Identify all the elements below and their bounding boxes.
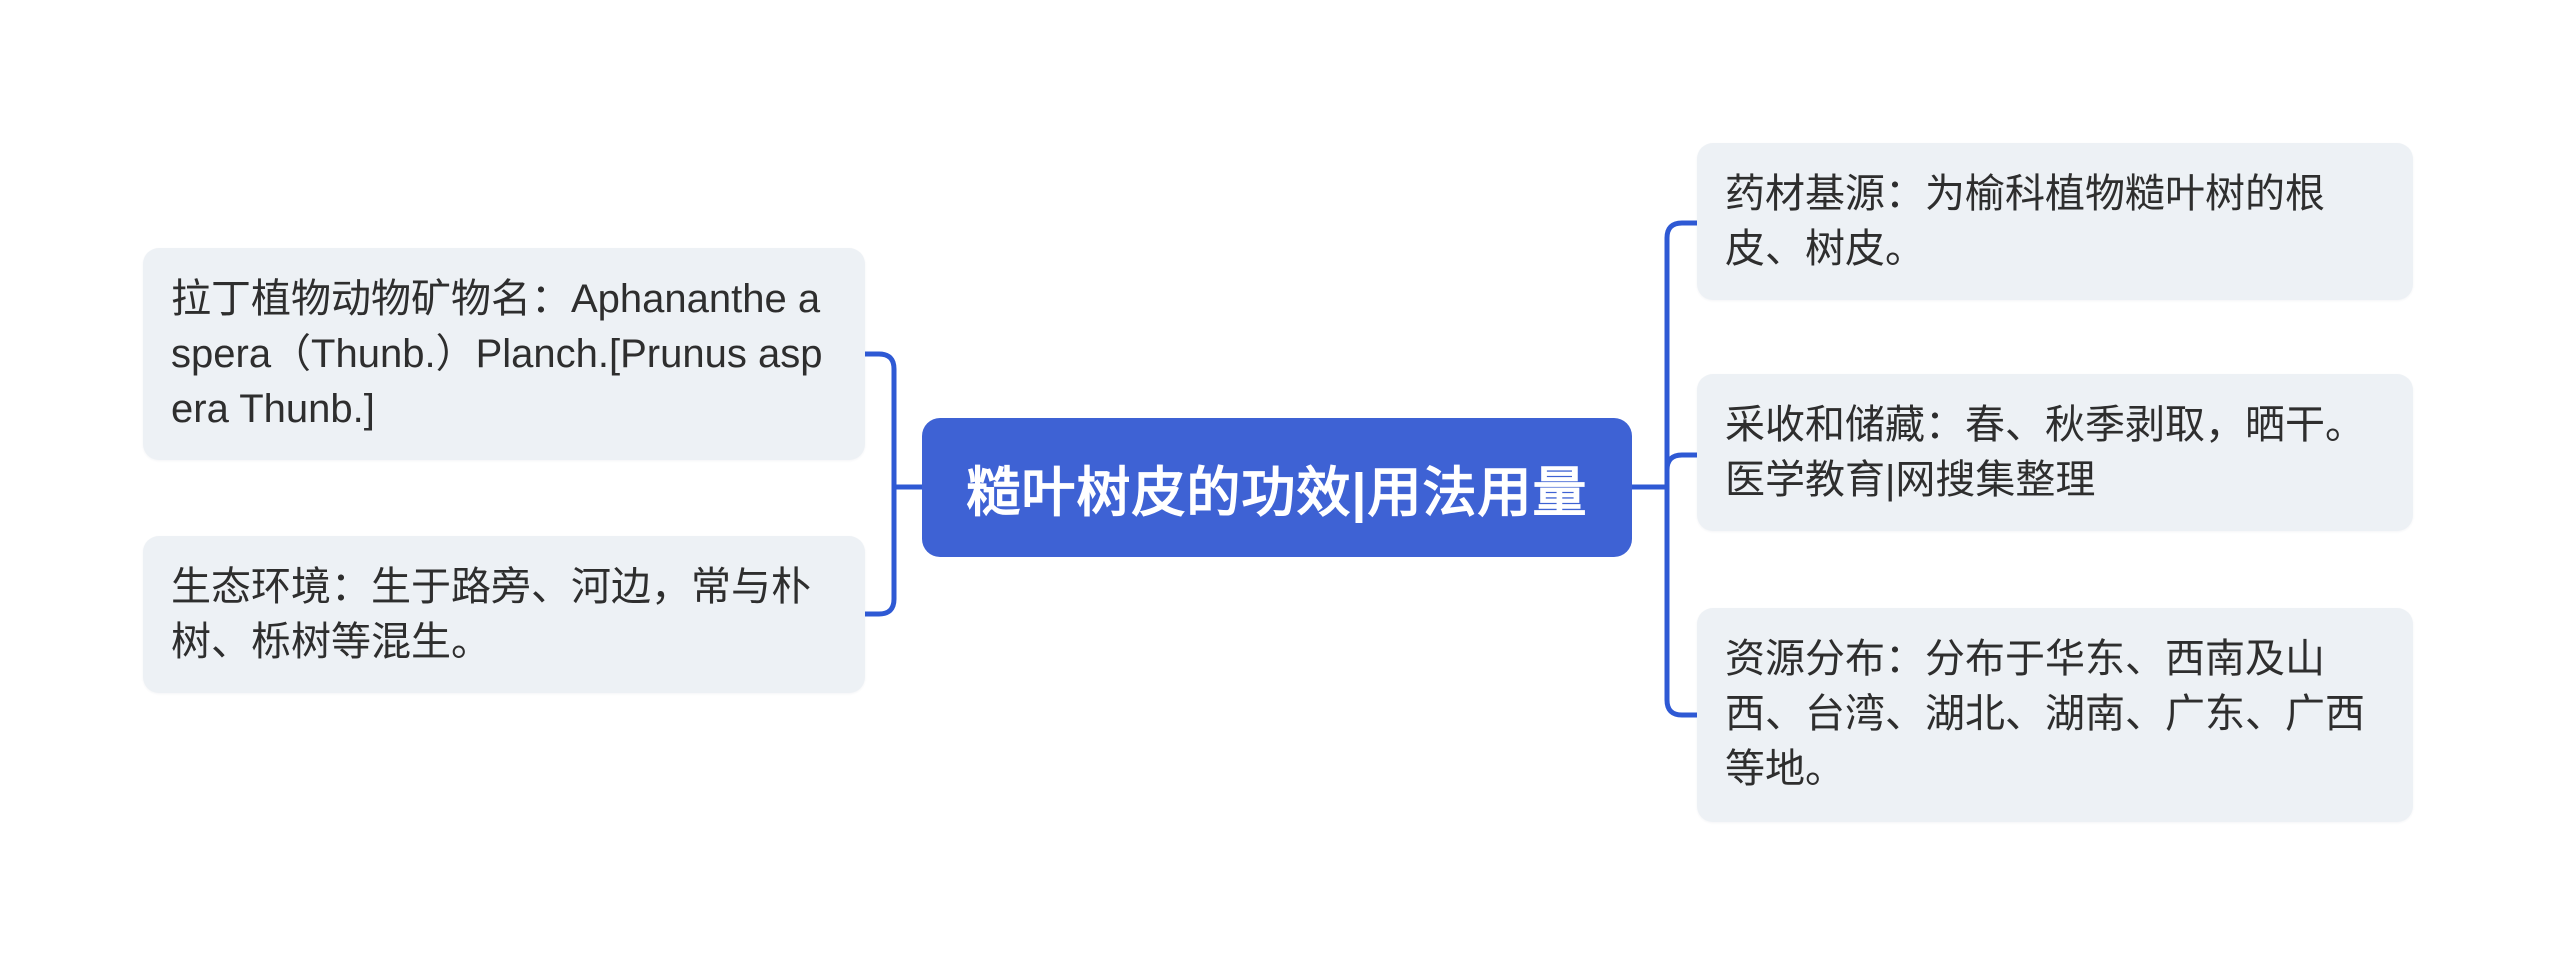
branch-node-distribution-label: 资源分布：分布于华东、西南及山西、台湾、湖北、湖南、广东、广西等地。 [1725, 637, 2365, 791]
connector-right-branch-middle [1664, 452, 1703, 473]
connector-left-trunk [861, 351, 897, 617]
branch-node-harvest[interactable]: 采收和储藏：春、秋季剥取，晒干。 医学教育|网搜集整理 [1697, 374, 2413, 531]
branch-node-distribution[interactable]: 资源分布：分布于华东、西南及山西、台湾、湖北、湖南、广东、广西等地。 [1697, 608, 2413, 822]
branch-node-latin-name[interactable]: 拉丁植物动物矿物名：Aphananthe aspera（Thunb.）Planc… [143, 248, 865, 460]
branch-node-source[interactable]: 药材基源：为榆科植物糙叶树的根皮、树皮。 [1697, 143, 2413, 300]
branch-node-harvest-label: 采收和储藏：春、秋季剥取，晒干。 医学教育|网搜集整理 [1725, 403, 2365, 502]
branch-node-ecology-label: 生态环境：生于路旁、河边，常与朴树、栎树等混生。 [171, 565, 811, 664]
branch-node-ecology[interactable]: 生态环境：生于路旁、河边，常与朴树、栎树等混生。 [143, 536, 865, 693]
root-node-label: 糙叶树皮的功效|用法用量 [966, 463, 1588, 523]
connector-right-trunk [1664, 220, 1703, 718]
branch-node-source-label: 药材基源：为榆科植物糙叶树的根皮、树皮。 [1725, 172, 2325, 271]
branch-node-latin-name-label: 拉丁植物动物矿物名：Aphananthe aspera（Thunb.）Planc… [171, 277, 823, 431]
root-node[interactable]: 糙叶树皮的功效|用法用量 [922, 418, 1632, 557]
